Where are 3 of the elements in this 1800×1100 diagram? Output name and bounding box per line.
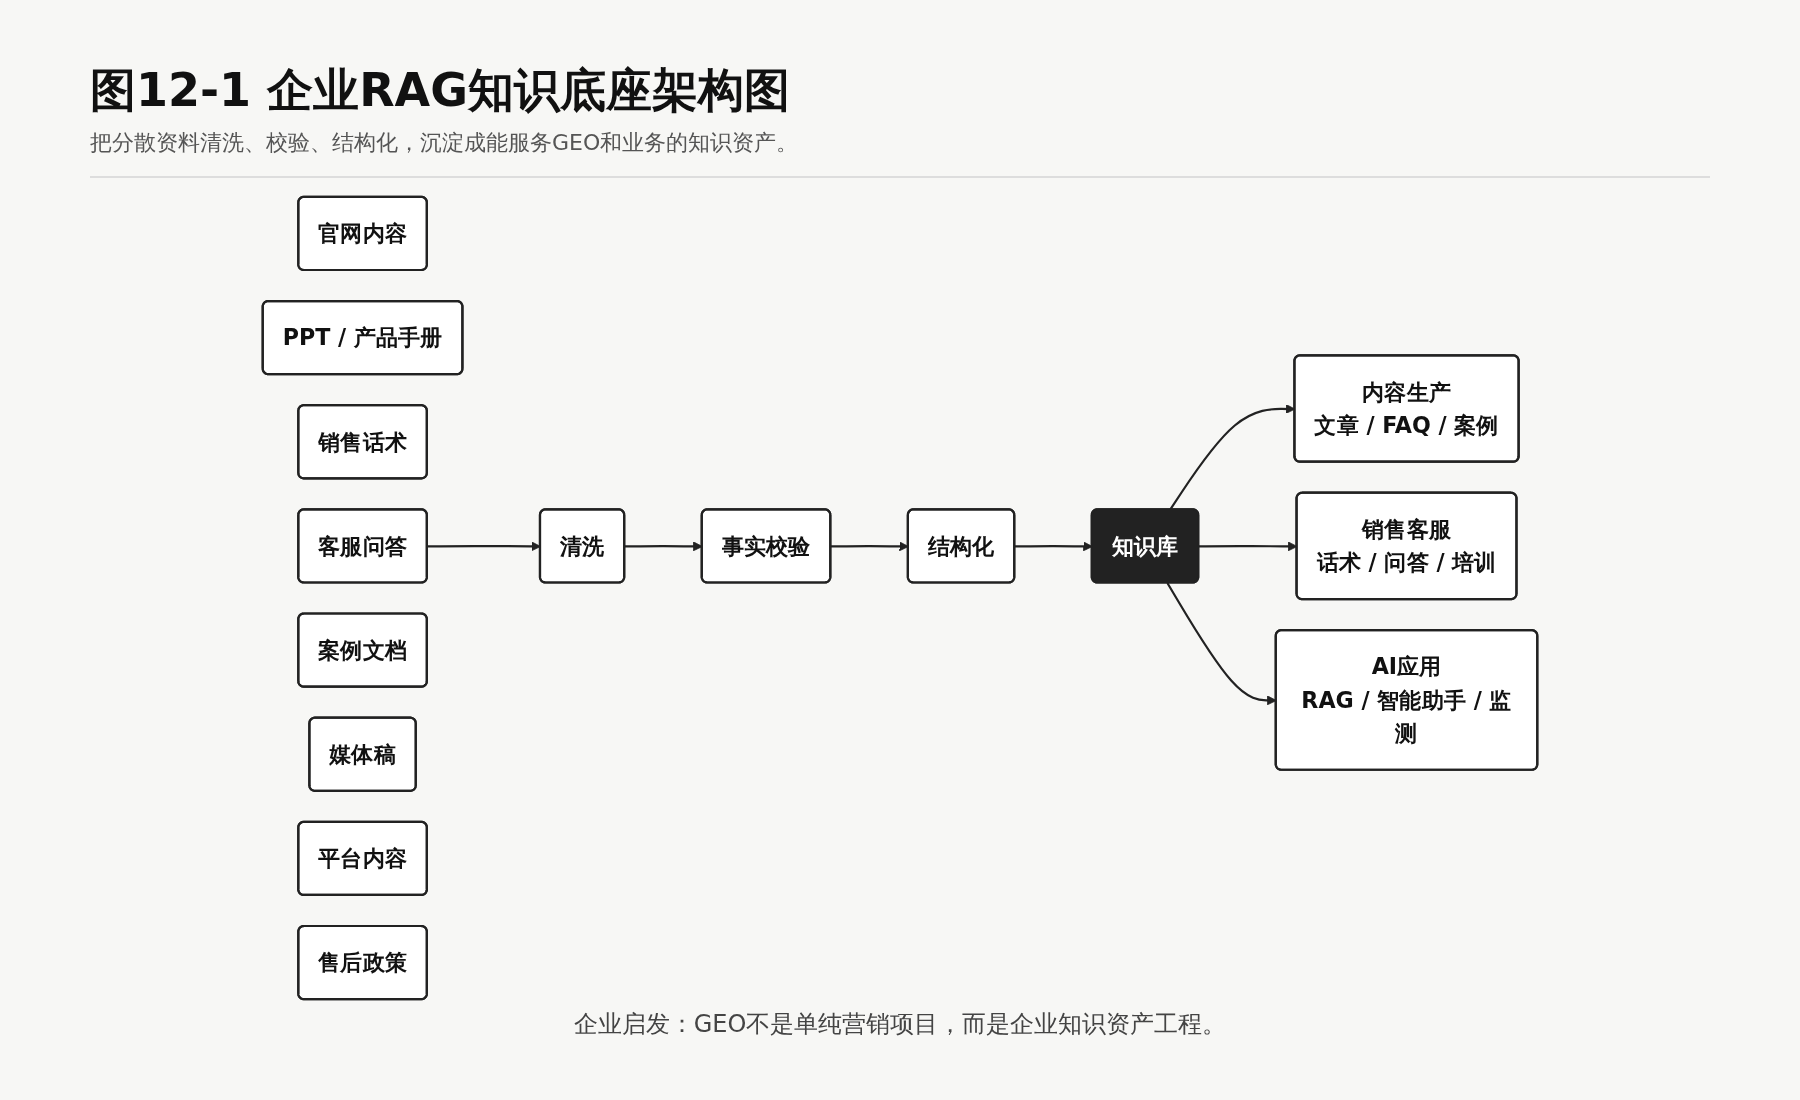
caption: 企业启发：GEO不是单纯营销项目，而是企业知识资产工程。 [572,1009,1228,1040]
title: 图12-1 企业RAG知识底座架构图 [90,62,791,119]
subtitle: 把分散资料清洗、校验、结构化，沉淀成能服务GEO和业务的知识资产。 [90,129,799,157]
